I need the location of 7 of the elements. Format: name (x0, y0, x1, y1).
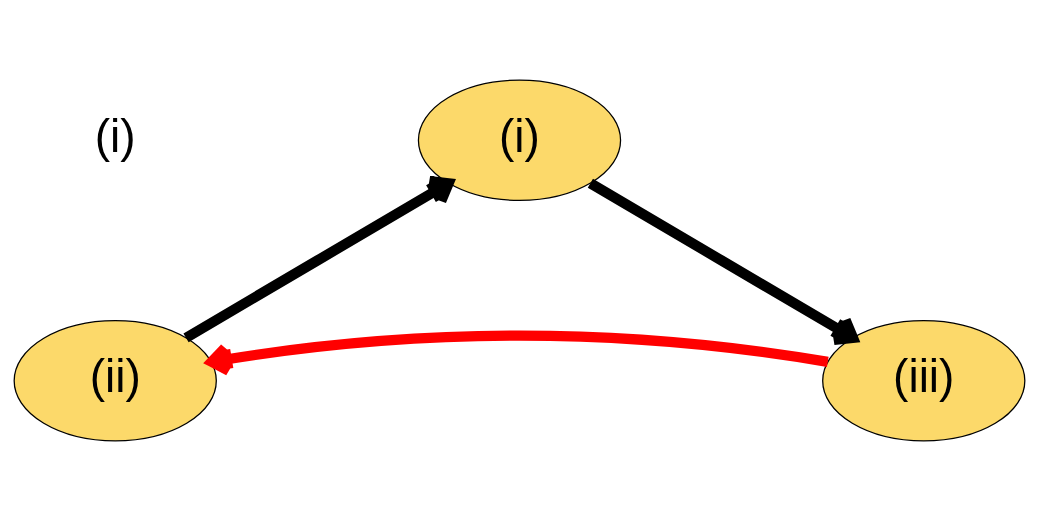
arrow (587, 178, 859, 346)
arrow (183, 176, 454, 343)
node-ellipse: (i) (417, 79, 622, 201)
node-ellipse: (ii) (13, 320, 217, 442)
label: (i) (94, 109, 136, 162)
node-ellipse: (iii) (822, 320, 1026, 442)
arrow (206, 330, 829, 376)
